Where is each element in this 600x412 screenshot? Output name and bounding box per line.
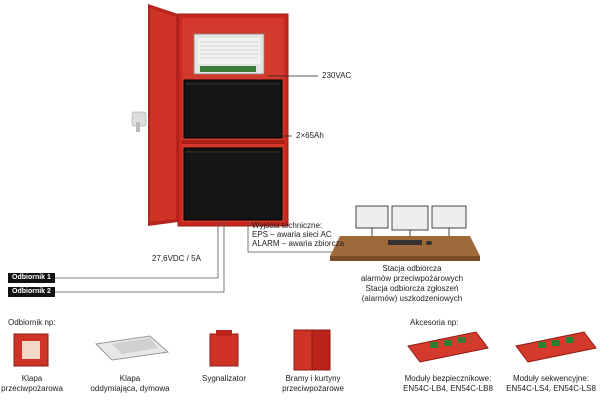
- sequence-module-icon: [515, 331, 597, 363]
- receiver-cables: [55, 222, 225, 293]
- example-vent-line-1: Klapa: [119, 374, 141, 383]
- receiver-2-tag: Odbiornik 2: [8, 287, 55, 297]
- example-door-caption: Bramy i kurtyny przeciwpożarowe: [276, 374, 350, 394]
- fire-door-icon: [293, 329, 331, 371]
- station-line-1: Stacja odbiorcza: [382, 264, 442, 273]
- station-line-3: Stacja odbiorcza zgłoszeń: [365, 284, 459, 293]
- accessories-heading: Akcesoria np:: [410, 318, 459, 327]
- example-damper-caption: Klapa przeciwpożarowa: [0, 374, 64, 394]
- station-line-4: (alarmów) uszkodzeniowych: [361, 294, 463, 303]
- cabinet-door: [131, 4, 178, 226]
- accessory-sequence-line-2: EN54C-LS4, EN54C-LS8: [506, 384, 596, 393]
- station-caption: Stacja odbiorcza alarmów przeciwpożarowy…: [352, 264, 472, 304]
- accessory-fuse-line-1: Moduły bezpiecznikowe:: [404, 374, 492, 383]
- example-vent-caption: Klapa oddymiająca, dymowa: [90, 374, 170, 394]
- damper-icon: [13, 333, 49, 367]
- accessory-sequence-line-1: Moduły sekwencyjne:: [512, 374, 590, 383]
- accessory-fuse-caption: Moduły bezpiecznikowe: EN54C-LB4, EN54C-…: [400, 374, 496, 394]
- example-door-line-2: przeciwpożarowe: [282, 384, 344, 393]
- supply-label: 27,6VDC / 5A: [152, 254, 201, 263]
- example-door-line-1: Bramy i kurtyny: [285, 374, 341, 383]
- examples-heading: Odbiornik np:: [8, 318, 56, 327]
- example-damper-line-2: przeciwpożarowa: [1, 384, 63, 393]
- battery-1: [183, 79, 283, 139]
- ac-label: 230VAC: [322, 71, 352, 80]
- smoke-vent-icon: [94, 335, 170, 361]
- receiver-1-tag: Odbiornik 1: [8, 273, 55, 283]
- sounder-icon: [209, 330, 239, 367]
- battery-label: 2×65Ah: [296, 131, 324, 140]
- example-sounder-line-1: Sygnalizator: [201, 374, 247, 383]
- example-sounder-caption: Sygnalizator: [190, 374, 258, 384]
- monitors: [355, 205, 467, 245]
- example-damper-line-1: Klapa: [21, 374, 43, 383]
- monitoring-desk: [330, 236, 480, 261]
- example-vent-line-2: oddymiająca, dymowa: [90, 384, 170, 393]
- fuse-module-icon: [407, 331, 489, 363]
- outputs-eps: EPS – awaria sieci AC: [252, 230, 332, 239]
- battery-2: [183, 147, 283, 221]
- station-line-2: alarmów przeciwpożarowych: [360, 274, 464, 283]
- power-supply-module: [193, 33, 265, 75]
- accessory-sequence-caption: Moduły sekwencyjne: EN54C-LS4, EN54C-LS8: [504, 374, 598, 394]
- outputs-title: Wyjścia techniczne:: [252, 221, 323, 230]
- outputs-alarm: ALARM – awaria zbiorcza: [252, 239, 345, 248]
- accessory-fuse-line-2: EN54C-LB4, EN54C-LB8: [403, 384, 493, 393]
